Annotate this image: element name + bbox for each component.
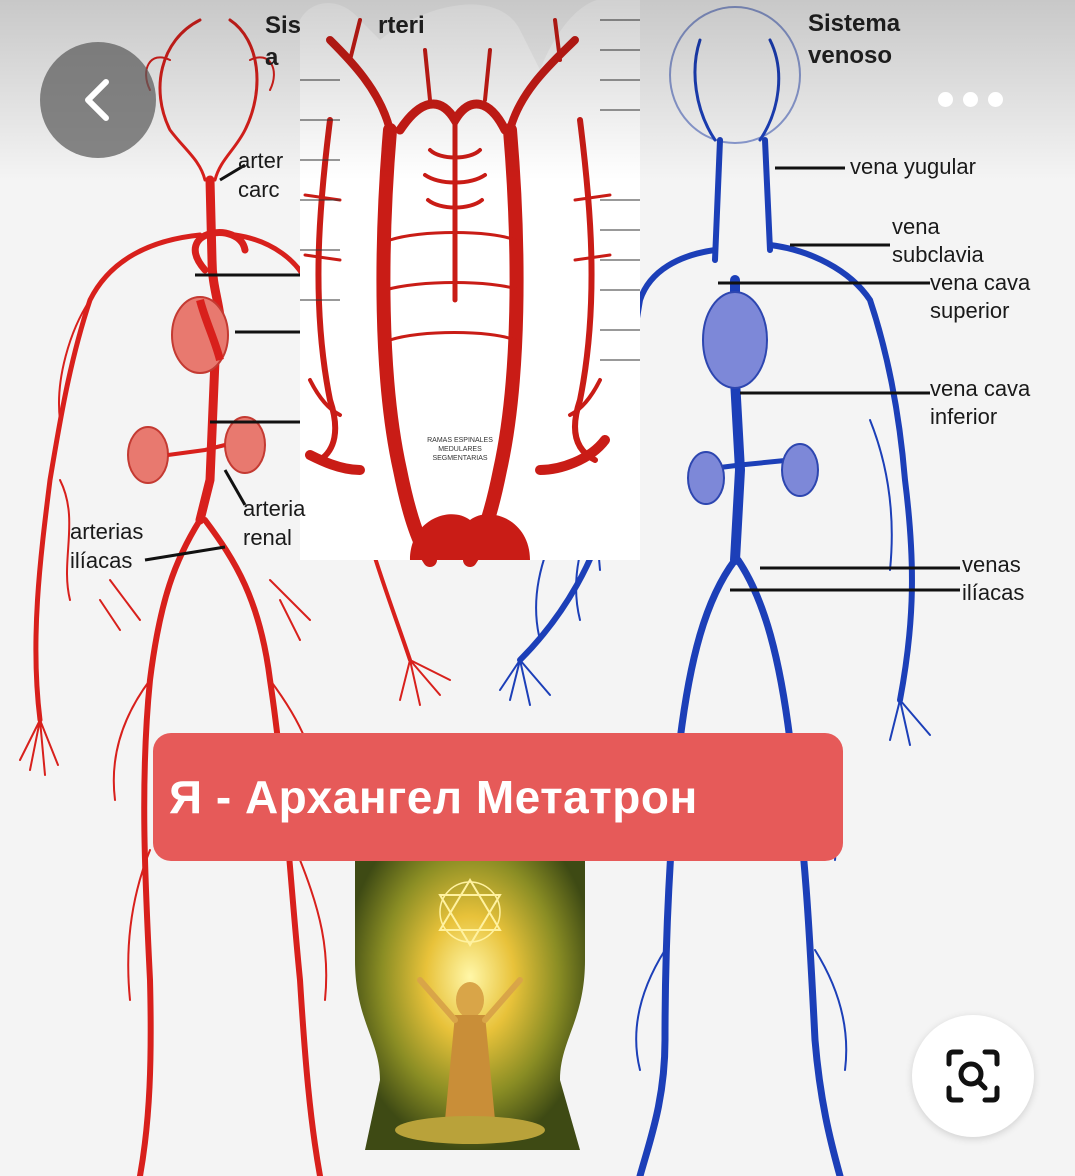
overlay-banner: Я - Архангел Метатрон xyxy=(153,733,843,861)
more-options-button[interactable] xyxy=(930,76,1010,122)
spinal-caption-line2: MEDULARES xyxy=(438,446,482,453)
vena-cava-superior-label-line2: superior xyxy=(930,298,1010,323)
vena-cava-inferior-label-line2: inferior xyxy=(930,404,998,429)
carotid-label-line2: carc xyxy=(238,177,280,202)
visual-search-button[interactable] xyxy=(912,1015,1034,1137)
back-button[interactable] xyxy=(40,42,156,158)
venous-title-line2: venoso xyxy=(808,42,893,69)
vena-cava-inferior-label-line1: vena cava xyxy=(930,376,1031,401)
vena-subclavia-label-line1: vena xyxy=(892,214,940,239)
chevron-left-icon xyxy=(85,79,109,121)
spinal-caption-line3: SEGMENTARIAS xyxy=(432,455,488,462)
label-pointer-lines xyxy=(144,163,960,592)
arterial-title-fragment-2: a xyxy=(265,44,279,71)
arteria-renal-label-line2: renal xyxy=(243,525,292,550)
left-kidney-shape xyxy=(127,426,169,484)
heart-shape-venous xyxy=(702,291,768,389)
arterias-iliacas-label-line1: arterias xyxy=(70,519,144,544)
angel-picture xyxy=(355,835,585,1150)
vena-subclavia-label-line2: subclavia xyxy=(892,242,984,267)
venas-iliacas-label-line1: venas xyxy=(962,552,1021,577)
right-kidney-shape xyxy=(224,416,266,474)
heart-shape xyxy=(171,296,229,374)
venas-iliacas-label-line2: ilíacas xyxy=(962,580,1025,605)
arterias-iliacas-label-line2: ilíacas xyxy=(70,548,133,573)
spinal-caption-line1: RAMAS ESPINALES xyxy=(427,437,493,444)
arteria-renal-label-line1: arteria xyxy=(243,496,306,521)
spinal-caption: RAMAS ESPINALES MEDULARES SEGMENTARIAS xyxy=(420,436,500,463)
overlay-title-fragment: rteri xyxy=(378,12,425,39)
more-horizontal-icon xyxy=(933,91,1008,107)
arterial-title-fragment: Sis xyxy=(265,12,302,39)
aorta-detail-diagram xyxy=(303,18,612,567)
vena-cava-superior-label-line1: vena cava xyxy=(930,270,1031,295)
vena-yugular-label: vena yugular xyxy=(850,154,976,179)
banner-text: Я - Архангел Метатрон xyxy=(169,771,698,823)
venous-title-line1: Sistema xyxy=(808,10,901,37)
visual-search-icon xyxy=(946,1049,1000,1103)
overlay-leader-lines xyxy=(300,19,640,361)
carotid-label-line1: arter xyxy=(238,148,284,173)
